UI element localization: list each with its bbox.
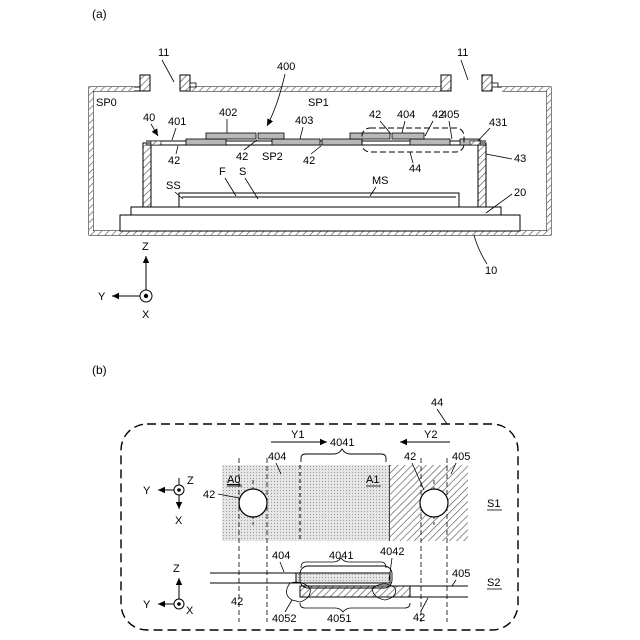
brace-4041-top xyxy=(301,449,386,462)
label-404: 404 xyxy=(397,109,415,121)
label-401: 401 xyxy=(168,116,186,128)
label-42-a5: 42 xyxy=(432,109,444,121)
label-y2: Y2 xyxy=(424,429,437,441)
axis-y-label-b-top: Y xyxy=(143,485,151,497)
label-4041-top: 4041 xyxy=(330,437,354,449)
axes-b-bottom: Z Y X xyxy=(143,563,194,617)
axis-x-label-b-top: X xyxy=(175,515,183,527)
label-42-a2: 42 xyxy=(236,151,248,163)
hole-42-top-left xyxy=(239,489,267,517)
label-43: 43 xyxy=(514,153,526,165)
axis-x-label-b-bottom: X xyxy=(186,605,194,617)
wall-43-right xyxy=(478,143,486,207)
plate-40 xyxy=(146,133,486,145)
label-s1: S1 xyxy=(487,498,500,510)
label-s2: S2 xyxy=(487,577,500,589)
panel-a-caption: (a) xyxy=(92,7,107,21)
label-ss: SS xyxy=(166,180,181,192)
axes-a: Z Y X xyxy=(98,241,152,321)
label-42-top-left: 42 xyxy=(203,489,215,501)
panel-b: (b) 44 Y1 Y2 4041 404 405 xyxy=(92,363,518,630)
label-a0: A0 xyxy=(227,474,240,486)
label-405-top: 405 xyxy=(452,451,470,463)
label-44: 44 xyxy=(409,163,421,175)
label-404-bottom: 404 xyxy=(272,550,290,562)
label-431: 431 xyxy=(489,117,507,129)
label-11-left: 11 xyxy=(158,47,169,59)
panel-b-caption: (b) xyxy=(92,363,107,377)
label-4041-bottom: 4041 xyxy=(329,550,353,562)
label-42-bottom-left: 42 xyxy=(231,596,243,608)
segment-4041-side xyxy=(296,573,390,583)
label-402: 402 xyxy=(219,107,237,119)
side-view-s2 xyxy=(210,566,468,602)
label-sp0: SP0 xyxy=(96,97,117,109)
label-405-bottom: 405 xyxy=(452,568,470,580)
axis-y-label: Y xyxy=(98,291,106,303)
label-sp2: SP2 xyxy=(262,151,283,163)
label-11-right: 11 xyxy=(457,47,468,59)
label-sp1: SP1 xyxy=(308,97,329,109)
axis-z-label-b-top: Z xyxy=(187,475,194,487)
label-ms: MS xyxy=(372,175,389,187)
label-a1: A1 xyxy=(366,474,379,486)
label-42-a3: 42 xyxy=(303,155,315,167)
axis-z-label: Z xyxy=(142,241,149,253)
hole-42-top-right xyxy=(420,489,448,517)
label-f: F xyxy=(219,166,226,178)
stage xyxy=(131,207,501,215)
label-s: S xyxy=(239,166,246,178)
label-403: 403 xyxy=(295,115,313,127)
label-10: 10 xyxy=(485,265,497,277)
label-42-bottom-right: 42 xyxy=(413,612,425,624)
label-42-a4: 42 xyxy=(369,109,381,121)
label-y1: Y1 xyxy=(291,429,304,441)
label-404-top: 404 xyxy=(268,451,286,463)
label-44-b: 44 xyxy=(431,397,443,409)
label-42-top-right: 42 xyxy=(404,451,416,463)
label-20: 20 xyxy=(514,187,526,199)
panel-a: (a) xyxy=(89,7,551,321)
label-40: 40 xyxy=(143,112,155,124)
axes-b-top: Z Y X xyxy=(143,475,194,527)
axis-y-label-b-bottom: Y xyxy=(143,599,151,611)
wall-43-left xyxy=(143,143,151,207)
label-4051: 4051 xyxy=(327,613,351,625)
label-4042: 4042 xyxy=(380,546,404,558)
sample-s xyxy=(179,193,459,207)
label-42-a1: 42 xyxy=(168,155,180,167)
label-400: 400 xyxy=(277,61,295,73)
base-20 xyxy=(120,215,520,231)
axis-x-label: X xyxy=(142,309,150,321)
label-4052: 4052 xyxy=(272,613,296,625)
axis-z-label-b-bottom: Z xyxy=(173,563,180,575)
